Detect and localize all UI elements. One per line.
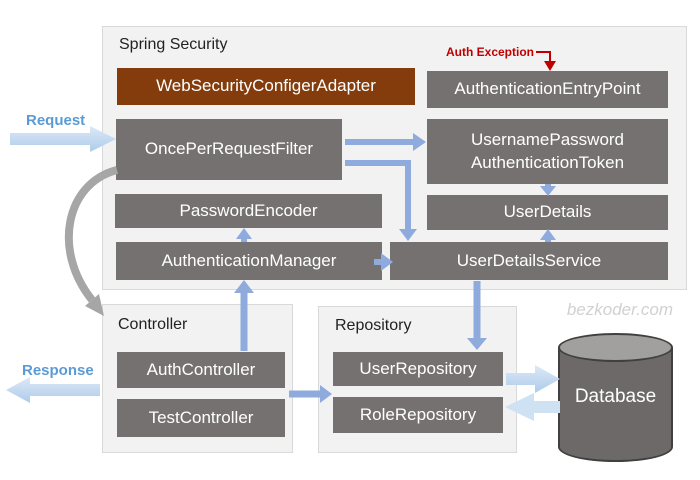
node-role-repository: RoleRepository [333, 397, 503, 433]
node-once-per-request-filter: OncePerRequestFilter [116, 119, 342, 180]
node-user-repository: UserRepository [333, 352, 503, 386]
node-authentication-manager: AuthenticationManager [116, 242, 382, 280]
node-authentication-entry-point: AuthenticationEntryPoint [427, 71, 668, 108]
watermark: bezkoder.com [566, 300, 673, 319]
node-password-encoder: PasswordEncoder [115, 194, 382, 228]
response-label: Response [22, 362, 94, 379]
spring-security-title: Spring Security [119, 36, 228, 53]
controller-title: Controller [118, 316, 188, 333]
node-username-password-authentication-token: UsernamePassword AuthenticationToken [427, 119, 668, 184]
repository-title: Repository [335, 317, 412, 334]
node-test-controller: TestController [117, 399, 285, 437]
database-label: Database [574, 386, 657, 407]
database-top [558, 333, 673, 362]
request-arrow [10, 126, 116, 152]
response-arrow [6, 377, 100, 403]
node-auth-controller: AuthController [117, 352, 285, 388]
node-user-details: UserDetails [427, 195, 668, 230]
auth-exception-label: Auth Exception [445, 45, 534, 59]
node-web-security-configer-adapter: WebSecurityConfigerAdapter [117, 68, 415, 105]
node-user-details-service: UserDetailsService [390, 242, 668, 280]
request-label: Request [26, 112, 86, 129]
